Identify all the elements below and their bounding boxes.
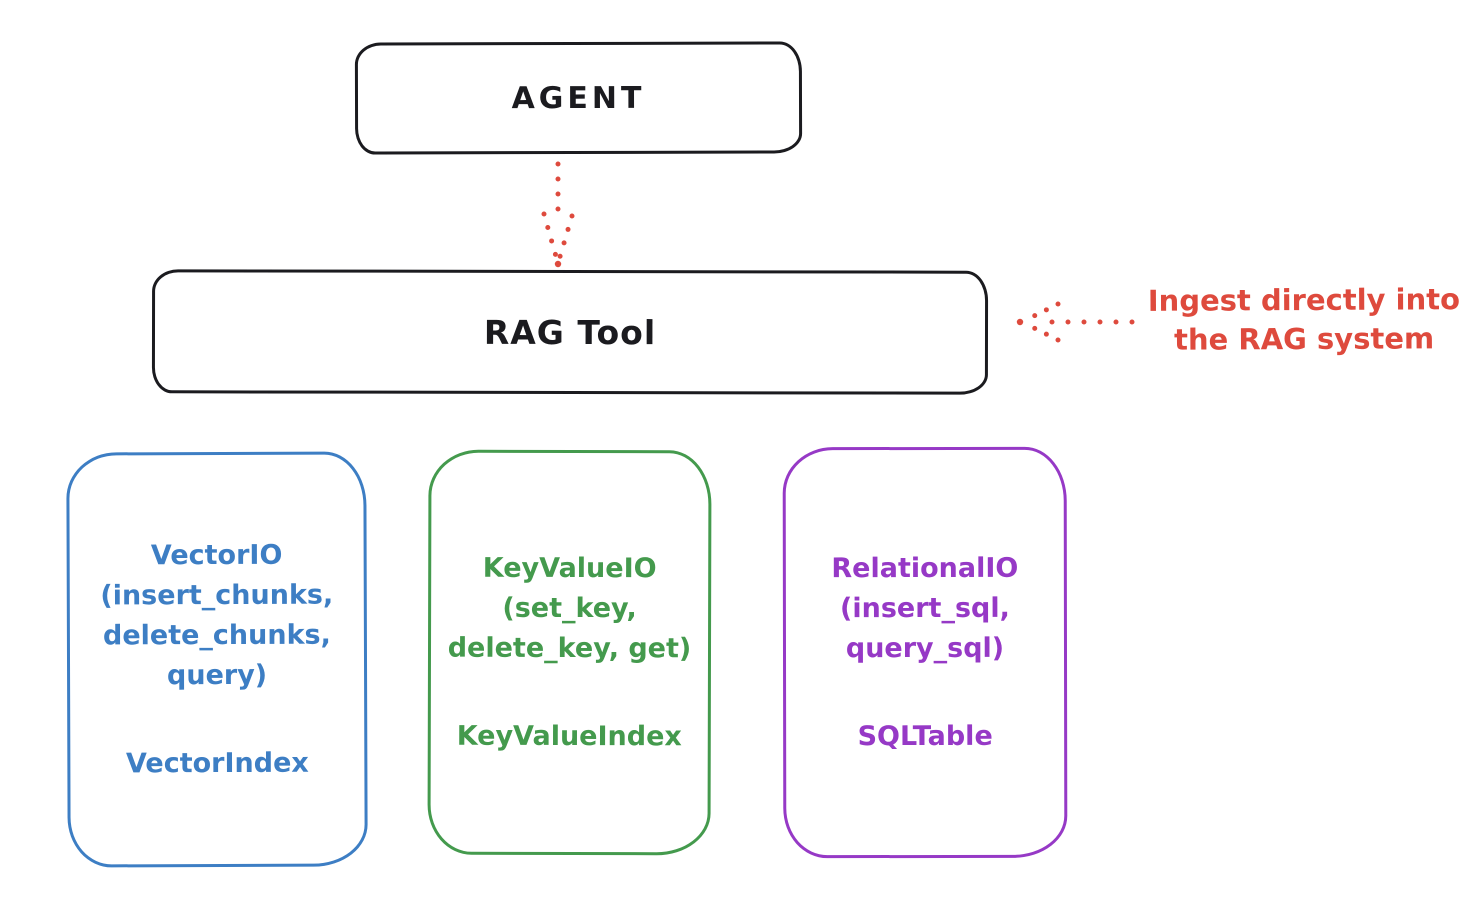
key-value-io-title: KeyValueIO [482,552,657,584]
annotation-line-2: the RAG system [1173,321,1435,357]
node-agent[interactable]: AGENT [354,41,803,155]
relational-io-method-line: query_sql) [845,632,1005,664]
sql-table-label: SQLTable [857,720,993,752]
rag-tool-label: RAG Tool [483,312,657,352]
vector-io-method-line: query) [166,659,268,691]
relational-io-title: RelationalIO [831,552,1019,584]
dotted-left-arrow-icon[interactable] [1014,296,1140,348]
key-value-io-method-line: (set_key, [502,592,637,624]
dotted-down-arrow-icon[interactable] [536,158,580,270]
agent-label: AGENT [511,80,646,116]
relational-io-method-line: (insert_sql, [839,592,1010,624]
key-value-io-method-line: delete_key, get) [447,632,692,664]
vector-io-method-line: (insert_chunks, [100,579,334,611]
vector-io-method-line: delete_chunks, [102,619,331,651]
node-relational-io[interactable]: RelationalIO (insert_sql, query_sql) SQL… [782,446,1068,859]
annotation-line-1: Ingest directly into [1147,282,1461,318]
node-vector-io[interactable]: VectorIO (insert_chunks, delete_chunks, … [66,451,368,868]
vector-index-label: VectorIndex [125,747,309,779]
node-rag-tool[interactable]: RAG Tool [151,269,989,395]
vector-io-title: VectorIO [150,539,283,571]
node-key-value-io[interactable]: KeyValueIO (set_key, delete_key, get) Ke… [427,449,712,856]
annotation-ingest[interactable]: Ingest directly into the RAG system [1130,280,1478,360]
key-value-index-label: KeyValueIndex [456,720,682,752]
